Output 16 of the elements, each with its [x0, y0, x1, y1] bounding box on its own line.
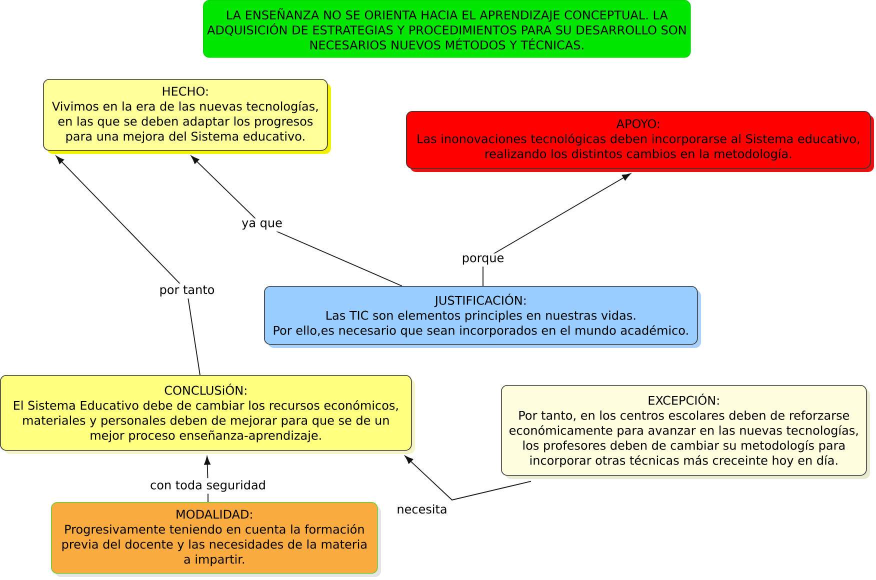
concept-box: JUSTIFICACIÓN: Las TIC son elementos principles en nuestras vidas. Por ello,es necesario que sean incorporados en el mundo académico.	[264, 286, 701, 348]
arrow	[404, 456, 532, 500]
edge-label: con toda seguridad	[148, 478, 268, 494]
edge-label: por tanto	[157, 284, 217, 298]
arrow	[56, 156, 200, 376]
edge-label: porque	[460, 253, 506, 267]
banner-box: LA ENSEÑANZA NO SE ORIENTA HACIA EL APRENDIZAJE CONCEPTUAL. LA ADQUISICIÓN DE ESTRATEGIAS Y PROCEDIMIENTOS PARA SU DESARROLLO SON NECESARIOS NUEVOS MÉTODOS Y TÉCNICAS.	[203, 0, 691, 58]
concept-box: APOYO: Las inonovaciones tecnológicas deben incorporarse al Sistema educativo, realizando los distintos cambios en la metodología.	[406, 111, 874, 172]
edge-label: necesita	[394, 502, 450, 516]
arrow	[482, 173, 631, 286]
concept-box: EXCEPCIÓN: Por tanto, en los centros escolares deben de reforzarse económicamente para avanzar en las nuevas tecnologías, los profesores deben de cambiar su metodologís para incorporar otras técnicas más creceinte hoy en día.	[501, 385, 870, 479]
concept-box: CONCLUSiÓN: El Sistema Educativo debe de cambiar los recursos económicos, materiales y personales deben de mejorar para que se de un mejor proceso enseñanza-aprendizaje.	[0, 375, 415, 454]
arrow	[190, 156, 402, 286]
concept-box: MODALIDAD: Progresivamente teniendo en cuenta la formación previa del docente y las necesidades de la materia a impartir.	[51, 502, 381, 577]
concept-box: HECHO: Vivimos en la era de las nuevas tecnologías, en las que se deben adaptar los progresos para una mejora del Sistema educativo.	[43, 79, 331, 154]
edge-label: ya que	[240, 218, 284, 232]
